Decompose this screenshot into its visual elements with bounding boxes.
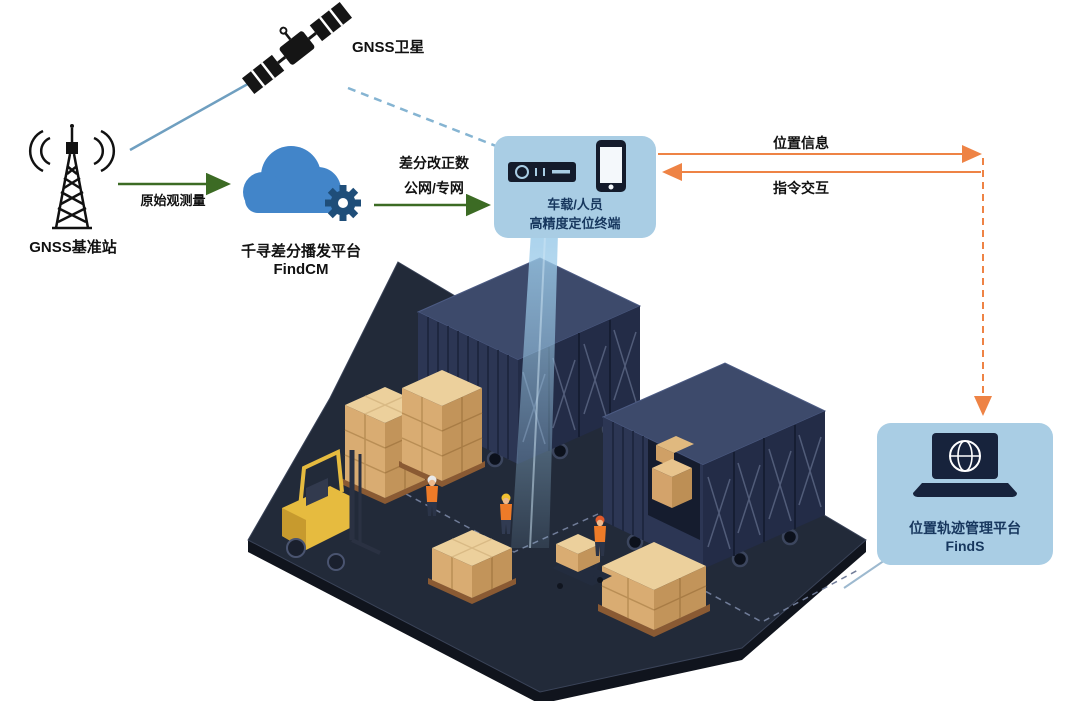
laptop-globe-icon [913,433,1017,497]
raw-observation-label: 原始观测量 [140,193,206,208]
worker-icon [426,475,438,516]
command-interaction-label: 指令交互 [773,180,829,196]
platform-icon-canvas [913,433,1017,497]
satellite-icon [241,1,353,95]
terminal-icons [508,140,626,192]
base-station-label: GNSS基准站 [29,239,117,256]
receiver-icon [508,162,576,182]
terminal-label-line2: 高精度定位终端 [529,216,621,231]
position-info-label: 位置信息 [773,135,829,151]
cloud-icon [243,146,341,213]
satellite-label: GNSS卫星 [352,39,425,56]
radio-tower-icon [28,124,116,230]
gear-icon [325,185,361,221]
pallet-boxes-icon [598,542,710,637]
forklift-icon [282,448,381,571]
terminal-label-line1: 车载/人员 [547,197,603,212]
platform-product-label: FindS [945,538,985,554]
link-satellite-to-terminal [347,86,497,148]
pallet-boxes-icon [399,370,485,487]
shipping-container-icon [601,362,827,575]
worker-icon [500,493,512,534]
cloud-name-label: 千寻差分播发平台 [240,243,361,260]
network-label: 公网/专网 [404,180,464,196]
positioning-beam [511,232,558,549]
worker-icon [594,515,606,556]
diff-correction-label: 差分改正数 [399,155,469,171]
ground-plate [247,261,867,701]
warehouse-scene [247,257,867,701]
management-platform-panel: 位置轨迹管理平台 FindS [877,423,1053,565]
link-satellite-to-base [129,74,263,152]
pallet-jack-icon [552,534,612,589]
callout-tail-finds [843,557,889,589]
arrow-position-info [658,145,992,416]
terminal-panel: 车载/人员 高精度定位终端 [494,136,656,238]
platform-name-label: 位置轨迹管理平台 [909,520,1021,536]
pallet-boxes-icon [428,530,516,604]
cloud-product-label: FindCM [273,261,329,278]
smartphone-icon [596,140,626,192]
